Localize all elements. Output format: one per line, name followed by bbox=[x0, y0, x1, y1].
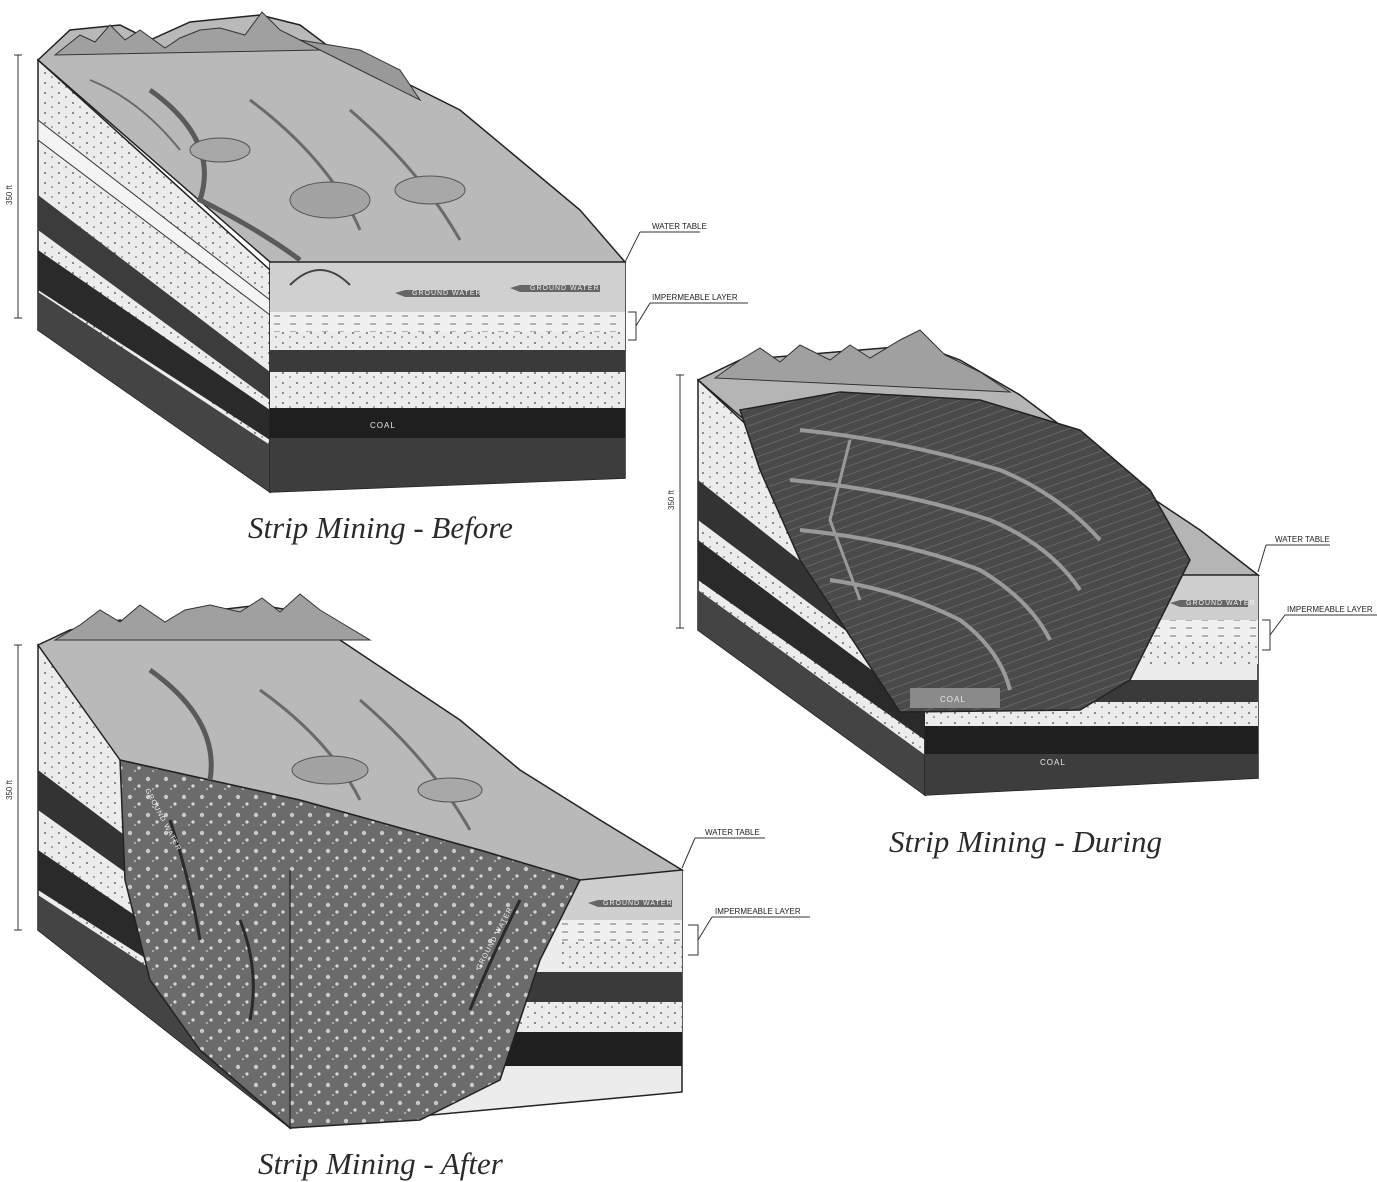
pit-coal-label: COAL bbox=[940, 695, 966, 704]
water-table-label: WATER TABLE bbox=[705, 828, 760, 837]
mountains bbox=[55, 594, 370, 640]
ground-water-label: GROUND WATER bbox=[1186, 600, 1256, 607]
depth-label: 350 ft bbox=[5, 184, 14, 205]
depth-bracket: 350 ft bbox=[5, 55, 22, 318]
depth-label: 350 ft bbox=[5, 779, 14, 800]
water-table-label: WATER TABLE bbox=[1275, 535, 1330, 544]
impermeable-layer-callout: IMPERMEABLE LAYER bbox=[628, 293, 748, 340]
water-table-callout: WATER TABLE bbox=[682, 828, 765, 868]
ground-water-label: GROUND WATER bbox=[530, 285, 600, 292]
water-table-callout: WATER TABLE bbox=[625, 222, 707, 262]
impermeable-layer-callout: IMPERMEABLE LAYER bbox=[1262, 605, 1377, 650]
water-table-label: WATER TABLE bbox=[652, 222, 707, 231]
depth-bracket: 350 ft bbox=[667, 375, 684, 628]
caption-before: Strip Mining - Before bbox=[248, 510, 513, 545]
impermeable-layer-label: IMPERMEABLE LAYER bbox=[652, 293, 738, 302]
front-face-strata: COAL GROUND WATER GROUND WATER bbox=[270, 262, 625, 492]
depth-label: 350 ft bbox=[667, 489, 676, 510]
impermeable-layer-callout: IMPERMEABLE LAYER bbox=[688, 907, 810, 955]
coal-label: COAL bbox=[1040, 758, 1066, 767]
caption-after: Strip Mining - After bbox=[258, 1146, 504, 1181]
panel-before: 350 ft COAL GROUND WATER GROUND WATER bbox=[5, 12, 748, 545]
ground-water-label: GROUND WATER bbox=[412, 290, 482, 297]
caption-during: Strip Mining - During bbox=[889, 824, 1162, 859]
ground-water-label: GROUND WATER bbox=[603, 900, 673, 907]
depth-bracket: 350 ft bbox=[5, 645, 22, 930]
impermeable-layer-label: IMPERMEABLE LAYER bbox=[1287, 605, 1373, 614]
impermeable-layer-label: IMPERMEABLE LAYER bbox=[715, 907, 801, 916]
panel-during: 350 ft COAL GROUND WATER bbox=[667, 330, 1377, 859]
coal-label: COAL bbox=[370, 421, 396, 430]
water-table-callout: WATER TABLE bbox=[1258, 535, 1330, 572]
panel-after: 350 ft GROUND WATER GROUND WATER bbox=[5, 594, 810, 1181]
